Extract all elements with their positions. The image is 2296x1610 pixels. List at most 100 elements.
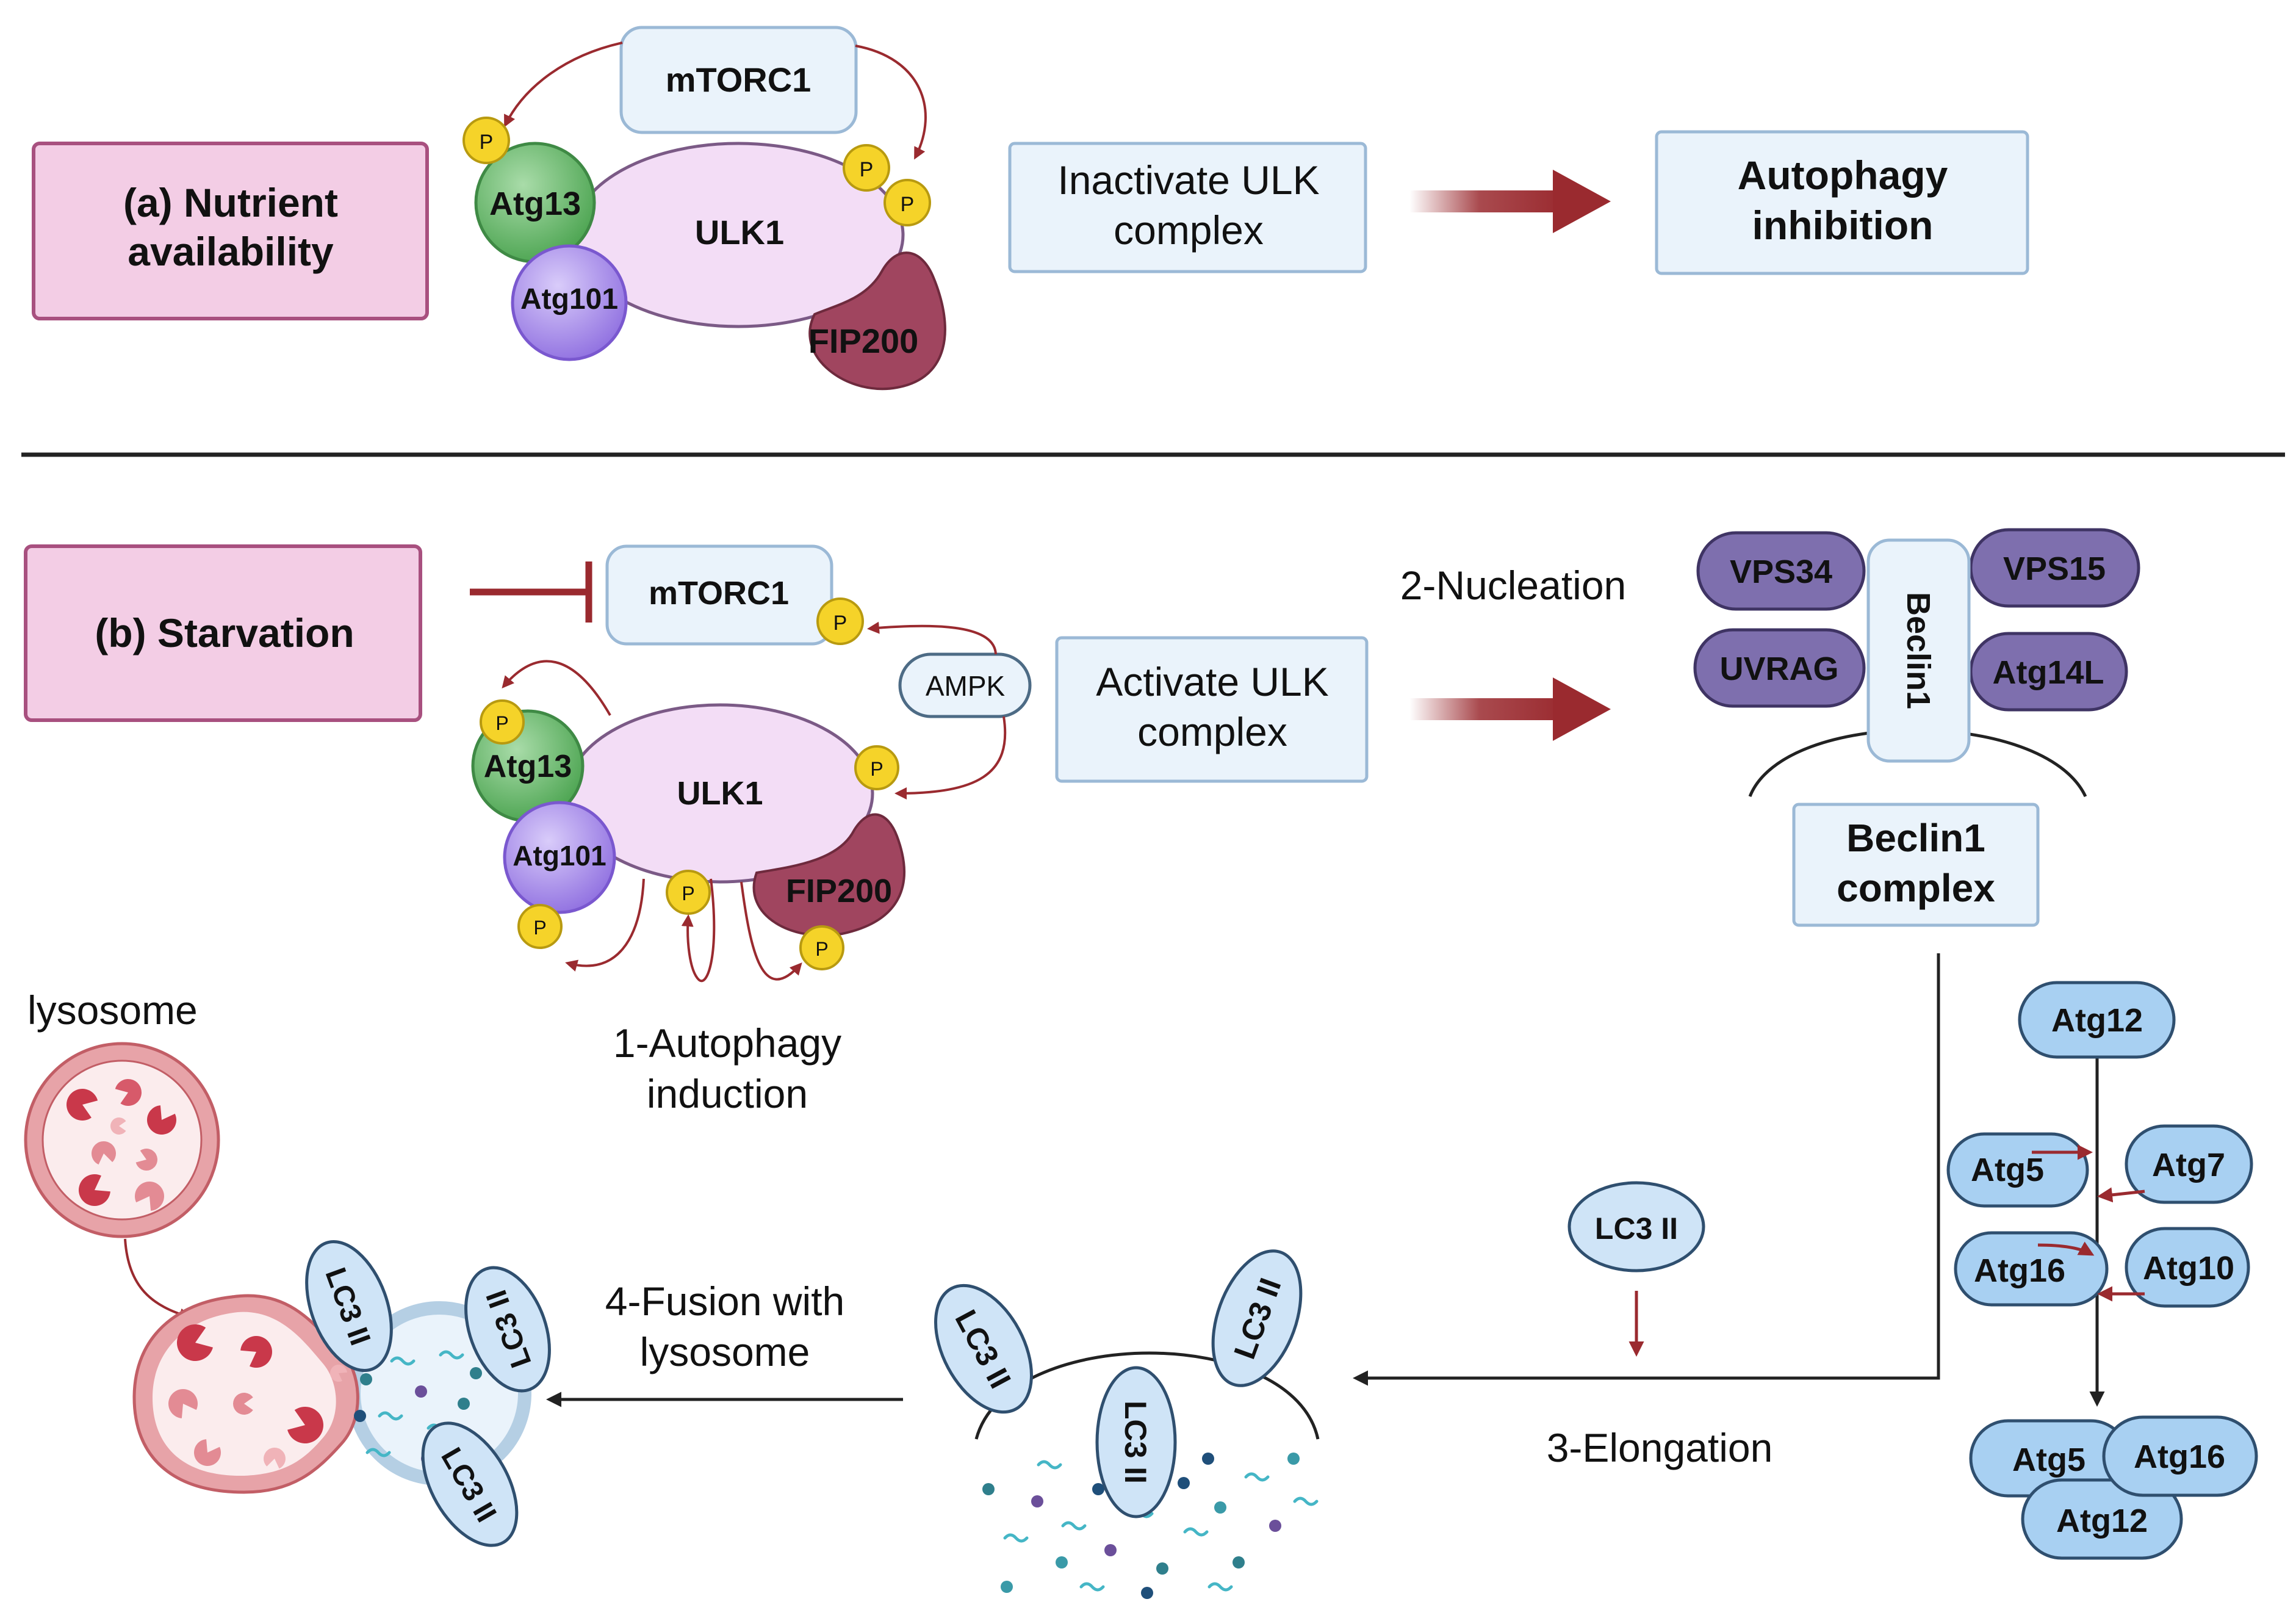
lc3-ii-marker: LC3 II [464,1266,551,1393]
atg16-to-axis-arrow [2037,1241,2095,1256]
mtorc1-to-atg13-arrow [504,42,623,128]
svg-text:ULK1: ULK1 [695,213,784,251]
svg-text:P: P [870,758,883,780]
svg-text:Atg10: Atg10 [2143,1250,2234,1287]
cargo-squiggle [439,1350,464,1360]
phospho-icon [462,117,510,164]
phospho-icon [517,904,563,949]
autophos-loop-arrow [681,878,716,983]
svg-text:VPS34: VPS34 [1730,554,1832,590]
hydrolase-enzyme [79,1174,110,1206]
cargo-dot [458,1398,470,1410]
atg101-ball [503,801,616,914]
phospho-icon [816,597,864,645]
panel-a: (a) Nutrient availability mTORC1 ULK1 FI… [32,26,2029,391]
svg-text:Inactivate ULK: Inactivate ULK [1057,157,1319,203]
svg-text:Atg16: Atg16 [2134,1439,2225,1475]
svg-text:LC3 II: LC3 II [1595,1211,1678,1246]
svg-text:Beclin1: Beclin1 [1846,816,1985,860]
cargo-dot [1001,1581,1013,1593]
svg-text:lysosome: lysosome [640,1329,810,1374]
svg-text:Atg14L: Atg14L [1992,654,2104,691]
hydrolase-enzyme [240,1335,272,1368]
ulk-complex-a: ULK1 FIP200 Atg13 Atg101 P P P [462,117,946,391]
svg-text:Atg7: Atg7 [2152,1147,2225,1183]
phagophore: LC3 II LC3 II LC3 II [934,1249,1320,1599]
inhibition-symbol [470,561,592,623]
hydrolase-enzyme [110,1117,126,1135]
big-arrow-b [1409,677,1611,741]
svg-text:(b) Starvation: (b) Starvation [95,610,354,655]
big-arrow-a [1409,170,1611,233]
svg-text:Activate ULK: Activate ULK [1096,659,1329,704]
lysosome-to-autolysosome-arrow [124,1238,192,1320]
cargo-squiggle [378,1411,403,1421]
ampk-to-mtorc1-arrow [867,621,997,655]
autolysosome-enzymes [168,1324,347,1469]
cargo-dot [415,1385,427,1398]
lc3-ii-marker: LC3 II [934,1283,1033,1414]
beclin1-bar [1866,538,1971,763]
atg10-pill [2125,1227,2250,1308]
ampk-pill: AMPK [898,652,1032,718]
atg16-pill [1954,1231,2109,1307]
hydrolase-enzyme [115,1079,142,1106]
phospho-icon [854,745,899,790]
nutrient-label-line2: availability [128,229,334,274]
cargo-dot [470,1367,482,1379]
svg-text:Atg101: Atg101 [520,283,618,316]
hydrolase-enzyme [168,1389,198,1418]
ampk-to-ulk1-arrow [894,716,1007,800]
vps34-pill [1696,531,1866,611]
panel-b: (b) Starvation mTORC1 P AMPK ULK1 FIP200… [24,528,2258,1599]
cargo-dot [1269,1520,1281,1532]
svg-text:Autophagy: Autophagy [1738,153,1948,198]
hydrolase-enzyme [287,1407,324,1444]
svg-text:VPS15: VPS15 [2003,551,2106,587]
svg-text:induction: induction [647,1071,808,1116]
phospho-icon [843,144,890,192]
cargo-squiggle [1061,1521,1087,1531]
hydrolase-enzyme [135,1149,158,1171]
cargo-squiggle [1293,1496,1319,1506]
svg-text:P: P [495,712,508,734]
cargo-squiggle [1079,1582,1105,1592]
mtorc1-to-ulk1-arrow [855,45,927,160]
cargo-dot [982,1483,995,1495]
nucleation-label: 2-Nucleation [1400,563,1627,608]
atg14l-pill [1969,632,2128,712]
starvation-box: (b) Starvation [24,544,422,722]
cargo-dot [1156,1562,1168,1575]
lc3-ii-marker: LC3 II [1095,1366,1177,1518]
svg-text:ULK1: ULK1 [677,775,763,812]
hydrolase-enzyme [92,1141,117,1165]
autophagy-inhibition-box: Autophagy inhibition [1655,130,2029,275]
inactivate-ulk-box: Inactivate ULK complex [1008,142,1367,273]
svg-text:UVRAG: UVRAG [1719,651,1838,687]
svg-text:Atg12: Atg12 [2051,1002,2143,1039]
phospho-icon [883,179,931,226]
svg-text:P: P [682,883,694,904]
svg-text:P: P [533,917,546,939]
lc3-ii-marker: LC3 II [421,1421,519,1547]
cargo-squiggle [1183,1527,1209,1537]
ulk1-autophos-arrow [502,660,611,717]
svg-text:Atg16: Atg16 [1974,1252,2065,1289]
lc3-ii-marker: LC3 II [305,1240,393,1373]
vps15-pill [1969,528,2140,608]
svg-text:Atg5: Atg5 [2012,1442,2085,1478]
cargo-squiggle [1207,1582,1233,1592]
final-atg16-pill [2102,1415,2258,1497]
hydrolase-enzyme [176,1324,213,1362]
svg-text:FIP200: FIP200 [808,322,919,360]
svg-text:mTORC1: mTORC1 [666,60,812,99]
fip200-shape [752,813,905,937]
ulk-complex-b: ULK1 FIP200 Atg13 Atg101 P P P P P [471,699,905,970]
cargo-dot [1214,1501,1226,1514]
atg101-ball [511,244,628,361]
atg7-to-axis-arrow [2097,1187,2145,1203]
hydrolase-enzyme [67,1089,98,1121]
fusion-label: 4-Fusion with [605,1279,845,1324]
cargo-dot [1178,1477,1190,1489]
